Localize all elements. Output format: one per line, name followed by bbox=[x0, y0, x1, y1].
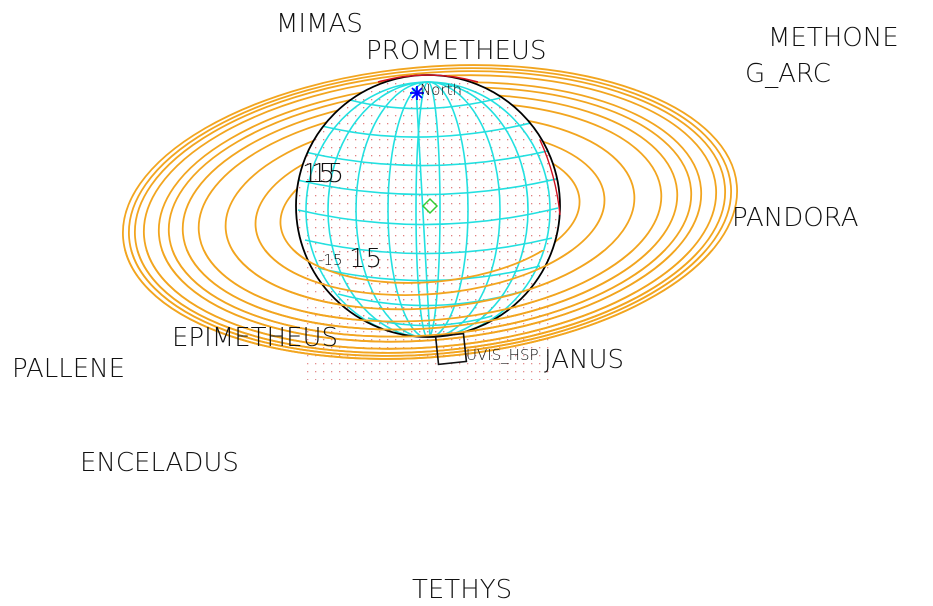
north-label: North bbox=[420, 81, 462, 99]
moon-label-pallene: PALLENE bbox=[12, 354, 125, 384]
uvis-hsp-fov-box bbox=[434, 332, 468, 366]
moon-label-epimetheus: EPIMETHEUS bbox=[172, 323, 338, 353]
latitude-label-minus15: 15 bbox=[349, 244, 382, 274]
moon-label-enceladus: ENCELADUS bbox=[80, 448, 239, 478]
moon-label-pandora: PANDORA bbox=[732, 203, 859, 233]
center-marker-icon bbox=[421, 197, 439, 215]
north-pole-marker-icon bbox=[410, 86, 424, 100]
latitude-label-15: 15 bbox=[302, 159, 335, 189]
moon-label-g-arc: G_ARC bbox=[745, 59, 831, 89]
rings-front bbox=[122, 64, 738, 360]
moon-label-tethys: TETHYS bbox=[412, 575, 512, 605]
moon-label-janus: JANUS bbox=[544, 345, 624, 375]
latitude-label-15-overlap: 15 bbox=[311, 159, 344, 189]
moon-label-prometheus: PROMETHEUS bbox=[366, 36, 546, 66]
moon-label-mimas: MIMAS bbox=[276, 9, 363, 39]
planet-disk bbox=[295, 74, 561, 338]
moon-label-methone: METHONE bbox=[768, 23, 899, 53]
limb-edge-highlight bbox=[377, 74, 479, 83]
uvis-hsp-label: UVIS_HSP bbox=[466, 346, 539, 364]
latitude-label-minus15-small: -15 bbox=[318, 251, 343, 269]
